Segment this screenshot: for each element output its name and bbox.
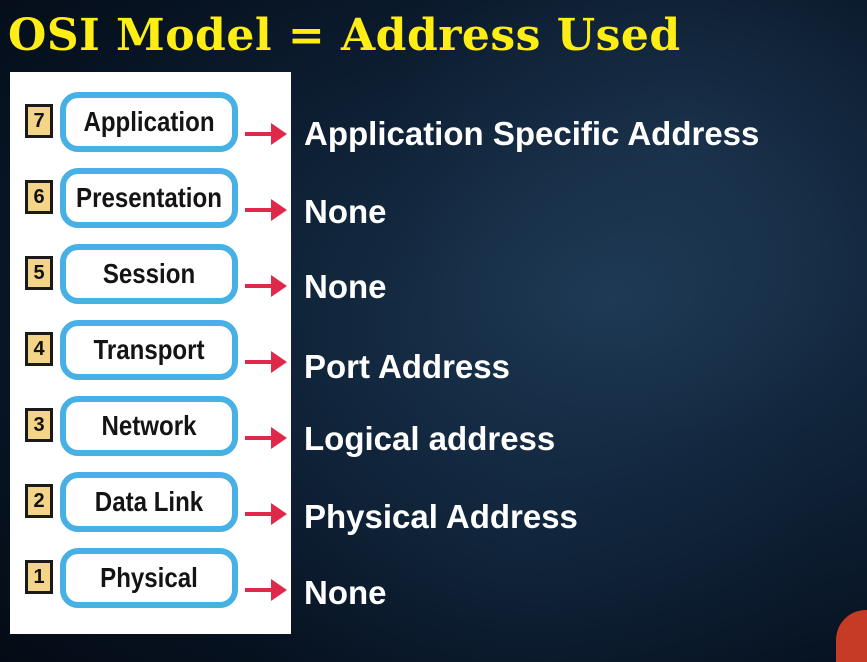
layer-name: Network	[101, 410, 197, 441]
layer-pill	[60, 320, 238, 380]
layer-name: Application	[83, 106, 215, 137]
layer-number-badge: 4	[25, 332, 53, 366]
slide-title: OSI Model = Address Used	[8, 10, 681, 61]
right-arrow-icon	[245, 503, 287, 525]
layer-name: Presentation	[76, 182, 222, 213]
layer-name: Transport	[93, 334, 205, 365]
layer-number-badge: 7	[25, 104, 53, 138]
address-label-layer-3: Logical address	[304, 420, 556, 457]
right-arrow-icon	[245, 579, 287, 601]
osi-layers-panel: 7 Application 6 Presentation 5 Session 4…	[10, 72, 291, 634]
layer-number-badge: 5	[25, 256, 53, 290]
address-label-layer-1: None	[304, 574, 387, 611]
osi-layer-7: 7 Application	[10, 92, 291, 152]
layer-pill	[60, 92, 238, 152]
osi-layer-6: 6 Presentation	[10, 168, 291, 228]
layer-name: Data Link	[94, 486, 204, 517]
right-arrow-icon	[245, 123, 287, 145]
right-arrow-icon	[245, 275, 287, 297]
right-arrow-icon	[245, 351, 287, 373]
osi-layer-4: 4 Transport	[10, 320, 291, 380]
osi-layer-2: 2 Data Link	[10, 472, 291, 532]
layer-number-badge: 1	[25, 560, 53, 594]
layer-number-badge: 3	[25, 408, 53, 442]
layer-pill	[60, 548, 238, 608]
osi-layer-3: 3 Network	[10, 396, 291, 456]
layer-name: Session	[102, 258, 196, 289]
address-label-layer-5: None	[304, 268, 387, 305]
layer-number-badge: 2	[25, 484, 53, 518]
osi-layer-1: 1 Physical	[10, 548, 291, 608]
layer-name: Physical	[100, 562, 198, 593]
layer-pill	[60, 244, 238, 304]
layer-pill	[60, 396, 238, 456]
address-label-layer-4: Port Address	[304, 348, 510, 385]
osi-layer-5: 5 Session	[10, 244, 291, 304]
right-arrow-icon	[245, 199, 287, 221]
layer-number-badge: 6	[25, 180, 53, 214]
address-label-layer-6: None	[304, 193, 387, 230]
address-label-layer-2: Physical Address	[304, 498, 578, 535]
right-arrow-icon	[245, 427, 287, 449]
layer-pill	[60, 472, 238, 532]
address-label-layer-7: Application Specific Address	[304, 115, 760, 152]
layer-pill	[60, 168, 238, 228]
